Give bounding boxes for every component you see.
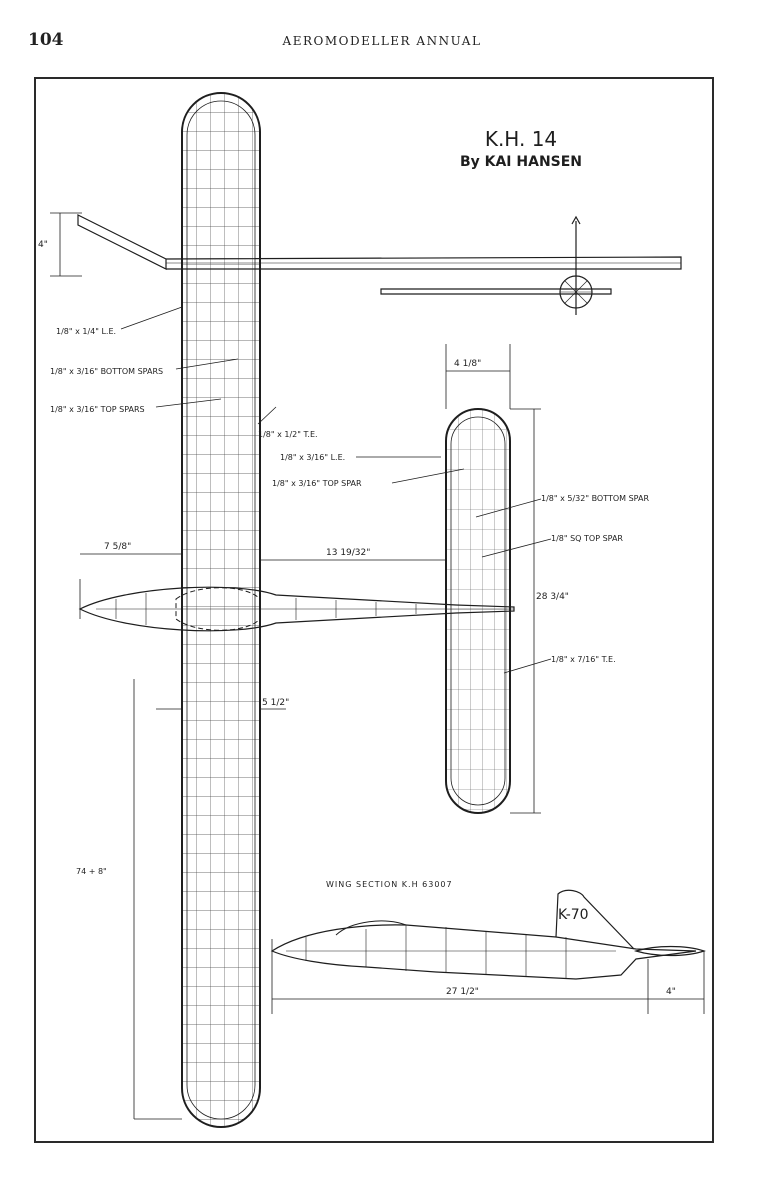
label-wing-te: 1/8" x 1/2" T.E. [258, 430, 318, 439]
plan-title: K.H. 14 [484, 127, 558, 151]
running-title: AEROMODELLER ANNUAL [282, 34, 482, 48]
dim-tail-extension: 4" [666, 987, 676, 997]
drawing-labels: 1/8" x 1/4" L.E. 1/8" x 3/16" BOTTOM SPA… [38, 240, 676, 997]
label-wing-le: 1/8" x 1/4" L.E. [56, 327, 116, 336]
dim-tail-span: 28 3/4" [536, 592, 569, 602]
wing-plan-view [181, 92, 261, 1128]
dimension-lines [79, 344, 705, 1120]
fin-marking: K-70 [558, 907, 589, 923]
dim-wing-to-tail: 13 19/32" [326, 548, 370, 558]
dim-wing-span: 74 + 8" [76, 867, 107, 876]
label-tail-top-spar: 1/8" x 3/16" TOP SPAR [272, 479, 362, 488]
side-elevation-view [270, 889, 706, 980]
dim-fuselage-length: 27 1/2" [446, 987, 479, 997]
label-wing-top-spars: 1/8" x 3/16" TOP SPARS [50, 405, 145, 414]
dim-dihedral: 4" [38, 240, 48, 250]
dim-nose-to-wing: 7 5/8" [104, 542, 131, 552]
wing-section-label: WING SECTION K.H 63007 [326, 880, 453, 889]
glider-plan-drawing: 1/8" x 1/4" L.E. 1/8" x 3/16" BOTTOM SPA… [38, 92, 706, 1128]
plan-drawing-frame: 1/8" x 1/4" L.E. 1/8" x 3/16" BOTTOM SPA… [34, 77, 714, 1143]
fuselage-top-view [78, 586, 515, 632]
label-tail-le: 1/8" x 3/16" L.E. [280, 453, 345, 462]
page-number: 104 [28, 30, 64, 50]
label-tail-te: 1/8" x 7/16" T.E. [551, 655, 616, 664]
dim-tail-chord: 4 1/8" [454, 359, 481, 369]
front-elevation-view [50, 212, 682, 315]
plan-author: By KAI HANSEN [459, 154, 583, 170]
label-tail-sq-top-spar: 1/8" SQ TOP SPAR [551, 534, 623, 543]
dim-wing-chord: 5 1/2" [262, 698, 289, 708]
label-wing-bottom-spars: 1/8" x 3/16" BOTTOM SPARS [50, 367, 163, 376]
leader-lines [120, 306, 552, 674]
label-tail-bottom-spar: 1/8" x 5/32" BOTTOM SPAR [541, 494, 649, 503]
plan-title-block: K.H. 14 By KAI HANSEN [426, 127, 616, 170]
